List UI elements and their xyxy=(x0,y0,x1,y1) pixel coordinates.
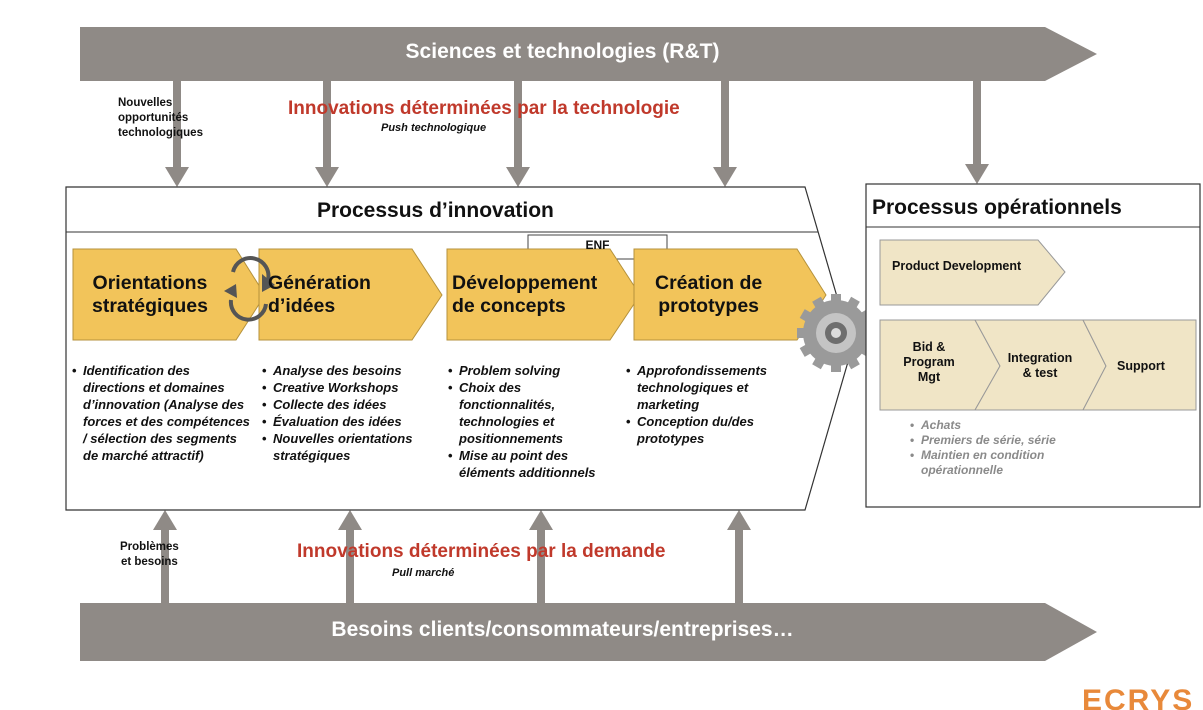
integration-test-label: Integration & test xyxy=(1007,351,1073,380)
ecrys-logo: ECRYS xyxy=(1082,684,1192,710)
stage-3-bullets: Problem solving Choix des fonctionnalité… xyxy=(448,362,620,481)
list-item: Nouvelles orientations stratégiques xyxy=(262,430,437,464)
demand-side-note: Problèmes et besoins xyxy=(120,541,179,568)
product-development-label: Product Development xyxy=(892,259,1022,273)
operational-chevrons xyxy=(879,239,1197,411)
list-item: Choix des fonctionnalités, technologies … xyxy=(448,379,620,447)
tech-push-title: Innovations déterminées par la technolog… xyxy=(288,98,680,119)
operational-bullets: Achats Premiers de série, série Maintien… xyxy=(910,418,1065,478)
list-item: Collecte des idées xyxy=(262,396,437,413)
demand-pull-title: Innovations déterminées par la demande xyxy=(297,541,666,562)
list-item: Maintien en condition opérationnelle xyxy=(910,448,1065,478)
top-band-label: Sciences et technologies (R&T) xyxy=(405,40,720,63)
bottom-band-label: Besoins clients/consommateurs/entreprise… xyxy=(331,618,794,641)
support-label: Support xyxy=(1117,359,1165,373)
bottom-band-arrow xyxy=(80,603,1097,661)
enf-label: ENF xyxy=(585,238,610,252)
list-item: Creative Workshops xyxy=(262,379,437,396)
down-arrows xyxy=(165,81,989,187)
stage-1-label: Orientations stratégiques xyxy=(92,272,208,317)
list-item: Évaluation des idées xyxy=(262,413,437,430)
cycle-icon xyxy=(228,256,271,322)
stage-2-bullets: Analyse des besoins Creative Workshops C… xyxy=(262,362,437,464)
stage-4-bullets: Approfondissements technologiques et mar… xyxy=(626,362,796,447)
stage-3-label: Développement de concepts xyxy=(452,272,598,317)
cycle-arrowheads xyxy=(224,274,275,298)
gear-icon xyxy=(797,294,875,372)
list-item: Problem solving xyxy=(448,362,620,379)
list-item: Identification des directions et domaine… xyxy=(72,362,252,464)
bid-program-label: Bid & Program Mgt xyxy=(903,340,955,384)
stage-4-label: Création de prototypes xyxy=(655,272,763,317)
list-item: Approfondissements technologiques et mar… xyxy=(626,362,796,413)
tech-push-subtitle: Push technologique xyxy=(381,122,487,134)
stage-1-bullets: Identification des directions et domaine… xyxy=(72,362,252,464)
demand-pull-subtitle: Pull marché xyxy=(392,567,455,579)
list-item: Analyse des besoins xyxy=(262,362,437,379)
top-band-arrow xyxy=(80,27,1097,81)
list-item: Achats xyxy=(910,418,1065,433)
innovation-title: Processus d’innovation xyxy=(317,199,554,222)
list-item: Conception du/des prototypes xyxy=(626,413,796,447)
operational-title: Processus opérationnels xyxy=(872,196,1122,219)
tech-side-note: Nouvelles opportunités technologiques xyxy=(118,97,203,139)
logo-text: ECRYS xyxy=(1082,684,1192,710)
stage-2-label: Génération d’idées xyxy=(268,272,371,317)
up-arrows xyxy=(153,510,751,603)
stage-chevrons xyxy=(72,248,827,341)
list-item: Premiers de série, série xyxy=(910,433,1065,448)
list-item: Mise au point des éléments additionnels xyxy=(448,447,620,481)
